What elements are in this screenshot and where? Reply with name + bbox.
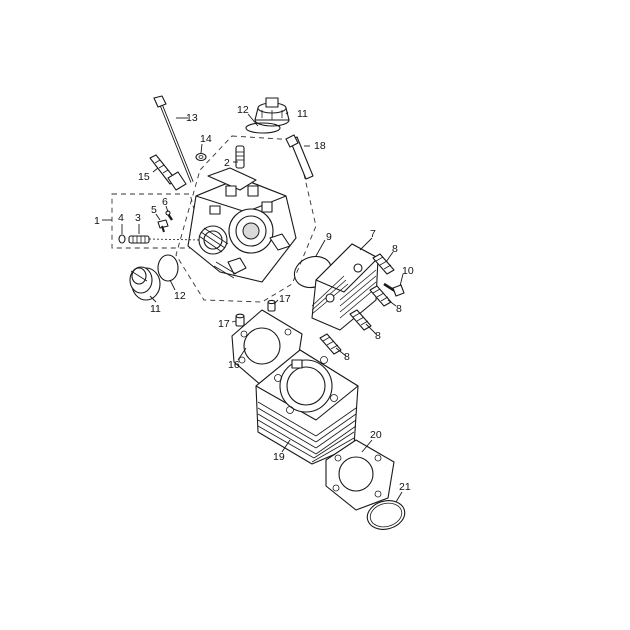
callout-3: 3 — [135, 212, 141, 224]
callout-15: 15 — [138, 171, 150, 183]
callout-21: 21 — [399, 481, 411, 493]
spark-plug — [149, 154, 187, 191]
side-tappet-cap — [129, 266, 161, 301]
callout-16: 16 — [228, 359, 240, 371]
small-pin — [165, 210, 173, 221]
callout-9: 9 — [326, 231, 332, 243]
callout-14: 14 — [200, 133, 212, 145]
dowel-pin-4 — [319, 333, 342, 355]
cover-bolt — [383, 282, 405, 297]
callout-12-left: 12 — [174, 290, 186, 302]
callout-8-a: 8 — [392, 243, 398, 255]
callout-19: 19 — [273, 451, 285, 463]
callout-10: 10 — [402, 265, 414, 277]
callout-13: 13 — [186, 112, 198, 124]
top-tappet-cap — [254, 97, 290, 127]
callout-5: 5 — [151, 204, 157, 216]
cylinder-block — [255, 349, 359, 465]
side-o-ring — [157, 254, 179, 282]
dowel-pin-1 — [372, 253, 395, 275]
valve-subassembly-outline — [111, 193, 205, 249]
upper-dowel-right — [267, 299, 276, 312]
leader-lines — [102, 111, 404, 503]
base-gasket — [325, 439, 395, 511]
callout-8-c: 8 — [375, 330, 381, 342]
callout-18: 18 — [314, 140, 326, 152]
callout-2: 2 — [224, 157, 230, 169]
washer — [195, 152, 207, 162]
callout-1: 1 — [94, 215, 100, 227]
head-cover — [311, 243, 379, 331]
top-o-ring — [245, 122, 281, 134]
callout-8-d: 8 — [344, 351, 350, 363]
callout-4: 4 — [118, 212, 124, 224]
callout-6: 6 — [162, 196, 168, 208]
callout-11-left: 11 — [150, 303, 161, 315]
stud-dowel — [235, 145, 245, 169]
upper-dowel-left — [235, 313, 245, 327]
callout-11-top: 11 — [297, 108, 308, 120]
dowel-pin-3 — [349, 309, 372, 331]
callout-12-top: 12 — [237, 104, 249, 116]
adjust-screw — [157, 219, 169, 233]
callout-20: 20 — [370, 429, 382, 441]
callout-17-left: 17 — [218, 318, 230, 330]
valve-ring — [118, 234, 126, 244]
base-o-ring — [366, 500, 406, 530]
callout-17-right: 17 — [279, 293, 291, 305]
cylinder-head — [187, 167, 297, 283]
callout-labels: 1 2 3 4 5 6 7 8 8 8 8 9 10 11 11 12 12 1… — [94, 104, 414, 493]
callout-8-b: 8 — [396, 303, 402, 315]
valve-stem — [128, 235, 201, 244]
short-bolt — [285, 134, 314, 180]
long-bolt — [153, 95, 194, 183]
callout-7: 7 — [370, 228, 376, 240]
